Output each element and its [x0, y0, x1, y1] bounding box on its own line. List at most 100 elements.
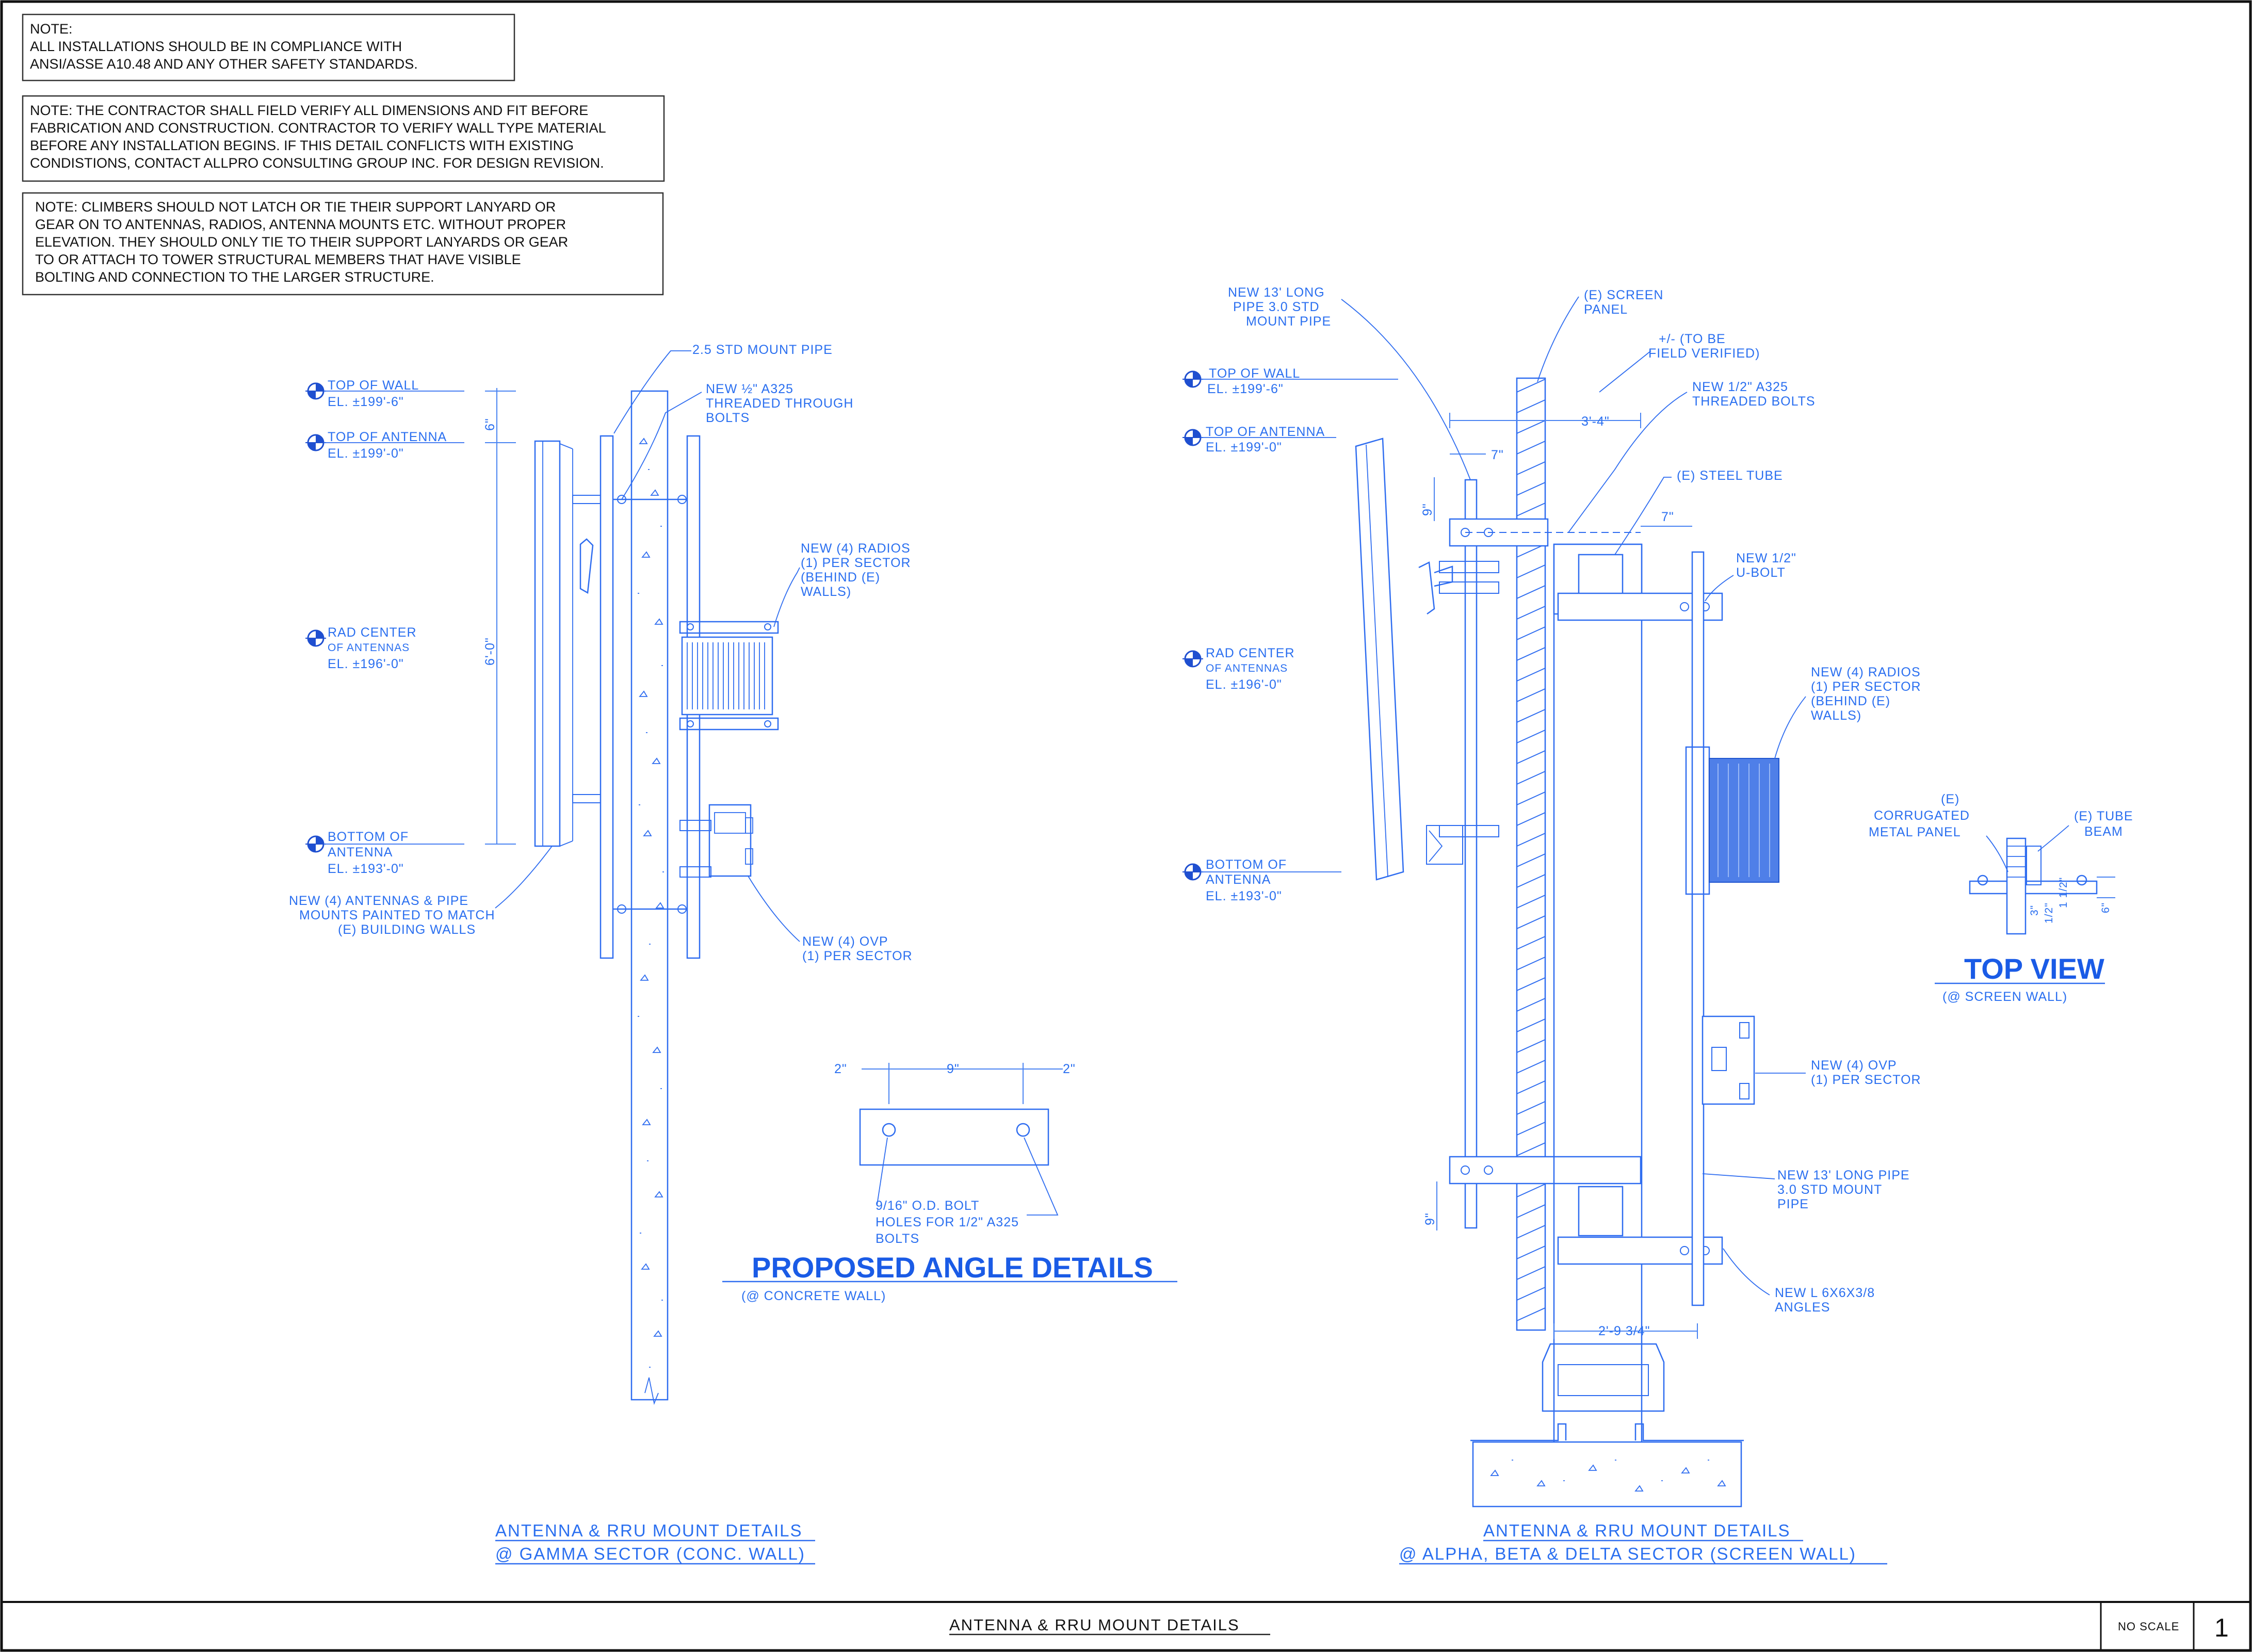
note-box-2	[22, 95, 665, 182]
gamma-rad-center-sub: OF ANTENNAS	[328, 642, 410, 654]
alpha-antenna	[1355, 438, 1404, 881]
alpha-caption-line-2: @ ALPHA, BETA & DELTA SECTOR (SCREEN WAL…	[1399, 1544, 1856, 1563]
leader	[613, 350, 691, 434]
angle-dim-center: 9"	[947, 1062, 960, 1076]
gamma-radio	[679, 621, 779, 731]
top-view-subtitle: (@ SCREEN WALL)	[1942, 990, 2067, 1004]
alpha-screen-panel-callout-2: PANEL	[1584, 302, 1628, 317]
leader	[495, 846, 553, 909]
leader	[1341, 299, 1471, 480]
gamma-top-of-antenna-label: TOP OF ANTENNA	[328, 430, 447, 444]
angle-callout-2: HOLES FOR 1/2" A325	[876, 1215, 1019, 1229]
gamma-radios-callout-3: (BEHIND (E)	[801, 570, 880, 585]
gamma-ovp-box	[679, 804, 753, 878]
top-view-dim-d: 6"	[2100, 902, 2112, 913]
top-view-panel-callout-3: METAL PANEL	[1869, 825, 1961, 839]
top-view-angle	[1969, 880, 2098, 895]
note-1-line-2: ALL INSTALLATIONS SHOULD BE IN COMPLIANC…	[30, 39, 402, 54]
angle-plate	[859, 1108, 1049, 1166]
concrete-wall	[630, 390, 669, 1401]
alpha-angles-callout-2: ANGLES	[1775, 1300, 1830, 1315]
alpha-bottom-angle	[1449, 1156, 1642, 1185]
leader	[1702, 1173, 1775, 1179]
gamma-antennas-callout-1: NEW (4) ANTENNAS & PIPE	[289, 894, 468, 908]
gamma-caption-line-1: ANTENNA & RRU MOUNT DETAILS	[495, 1521, 803, 1540]
alpha-bottom-of-antenna-elevation: EL. ±193'-0"	[1206, 889, 1282, 903]
gamma-top-of-wall-elevation: EL. ±199'-6"	[328, 395, 404, 409]
angle-callout-1: 9/16" O.D. BOLT	[876, 1198, 979, 1213]
note-3-line-1: NOTE: CLIMBERS SHOULD NOT LATCH OR TIE T…	[35, 199, 556, 215]
note-3-line-2: GEAR ON TO ANTENNAS, RADIOS, ANTENNA MOU…	[35, 217, 566, 232]
leader	[1537, 296, 1579, 382]
leader	[1568, 392, 1688, 533]
angle-dim-left: 2"	[834, 1062, 847, 1076]
gamma-bolts-callout-1: NEW ½" A325	[706, 382, 793, 396]
leader	[1986, 835, 2008, 872]
steel-tube-section	[1578, 1186, 1624, 1237]
gamma-radios-callout-1: NEW (4) RADIOS	[801, 541, 911, 556]
note-1-line-3: ANSI/ASSE A10.48 AND ANY OTHER SAFETY ST…	[30, 56, 418, 72]
top-view-dim-b: 1/2"	[2043, 902, 2055, 924]
elevation-marker-icon	[304, 382, 327, 400]
alpha-rad-center-label: RAD CENTER	[1206, 646, 1295, 660]
concrete-slab	[1472, 1441, 1742, 1508]
alpha-ovp-callout-2: (1) PER SECTOR	[1811, 1073, 1921, 1087]
alpha-top-of-antenna-label: TOP OF ANTENNA	[1206, 425, 1325, 439]
top-view-dim-c: 1 1/2"	[2057, 877, 2069, 908]
alpha-rad-center-sub: OF ANTENNAS	[1206, 662, 1288, 674]
gamma-bolts-callout-3: BOLTS	[706, 411, 750, 425]
gamma-top-of-antenna-elevation: EL. ±199'-0"	[328, 446, 404, 461]
gamma-rad-center-elevation: EL. ±196'-0"	[328, 657, 404, 671]
alpha-pipe-bottom-callout-1: NEW 13' LONG PIPE	[1777, 1168, 1910, 1183]
alpha-rad-center-elevation: EL. ±196'-0"	[1206, 677, 1282, 692]
alpha-bolts-callout-1: NEW 1/2" A325	[1692, 380, 1788, 394]
angle-detail-subtitle: (@ CONCRETE WALL)	[741, 1289, 886, 1303]
note-3-line-3: ELEVATION. THEY SHOULD ONLY TIE TO THEIR…	[35, 234, 568, 250]
note-3-line-5: BOLTING AND CONNECTION TO THE LARGER STR…	[35, 269, 434, 285]
top-view-title: TOP VIEW	[1964, 952, 2104, 985]
top-view-tube-callout-1: (E) TUBE	[2074, 809, 2133, 823]
title-block-number: 1	[2214, 1613, 2229, 1642]
gamma-mount-pipe	[600, 435, 614, 959]
alpha-radios-callout-2: (1) PER SECTOR	[1811, 679, 1921, 694]
gamma-mount-pipe-callout: 2.5 STD MOUNT PIPE	[692, 343, 833, 357]
gamma-antennas-callout-2: MOUNTS PAINTED TO MATCH	[299, 908, 495, 922]
note-box-1	[22, 13, 515, 82]
alpha-field-verified-callout-1: +/- (TO BE	[1659, 332, 1726, 346]
title-block: ANTENNA & RRU MOUNT DETAILS NO SCALE 1	[2, 1601, 2250, 1650]
gamma-tilt-bracket	[579, 538, 594, 594]
alpha-dim-2: 7"	[1491, 448, 1504, 462]
gamma-radios-callout-4: WALLS)	[801, 585, 851, 599]
note-2-line-3: BEFORE ANY INSTALLATION BEGINS. IF THIS …	[30, 138, 574, 153]
elevation-marker-icon	[1181, 863, 1204, 881]
alpha-rear-mount-pipe	[1691, 551, 1705, 1306]
alpha-ubolt-callout-1: NEW 1/2"	[1736, 551, 1796, 565]
gamma-caption-line-2: @ GAMMA SECTOR (CONC. WALL)	[495, 1544, 805, 1563]
elevation-marker-icon	[1181, 429, 1204, 446]
angle-detail-title: PROPOSED ANGLE DETAILS	[752, 1251, 1153, 1284]
elevation-marker-icon	[1181, 650, 1204, 668]
leader	[877, 1137, 888, 1205]
gamma-bolts-callout-2: THREADED THROUGH	[706, 396, 853, 411]
alpha-dim-5: 9"	[1423, 1212, 1437, 1225]
alpha-screen-panel-callout-1: (E) SCREEN	[1584, 288, 1663, 302]
leader	[748, 876, 800, 942]
note-3-line-4: TO OR ATTACH TO TOWER STRUCTURAL MEMBERS…	[35, 252, 521, 267]
alpha-dim-6: 2'-9 3/4"	[1598, 1324, 1650, 1338]
general-notes: NOTE: ALL INSTALLATIONS SHOULD BE IN COM…	[22, 13, 665, 296]
screen-panel-hatch	[1516, 379, 1546, 1321]
leader	[1705, 575, 1734, 602]
alpha-pipe-top-callout-2: PIPE 3.0 STD	[1233, 300, 1320, 314]
alpha-angles-callout-1: NEW L 6X6X3/8	[1775, 1286, 1875, 1300]
leader	[2037, 825, 2069, 852]
alpha-pipe-top-callout-1: NEW 13' LONG	[1228, 285, 1325, 300]
elevation-marker-icon	[304, 835, 327, 853]
gamma-antenna	[534, 440, 561, 847]
leader	[1599, 350, 1651, 393]
gamma-bottom-of-antenna-elevation: EL. ±193'-0"	[328, 862, 404, 876]
screen-wall-base	[1542, 1343, 1665, 1412]
alpha-pipe-bottom-callout-2: 3.0 STD MOUNT	[1777, 1183, 1882, 1197]
alpha-steel-tube-callout: (E) STEEL TUBE	[1677, 468, 1783, 483]
leader	[621, 392, 702, 500]
